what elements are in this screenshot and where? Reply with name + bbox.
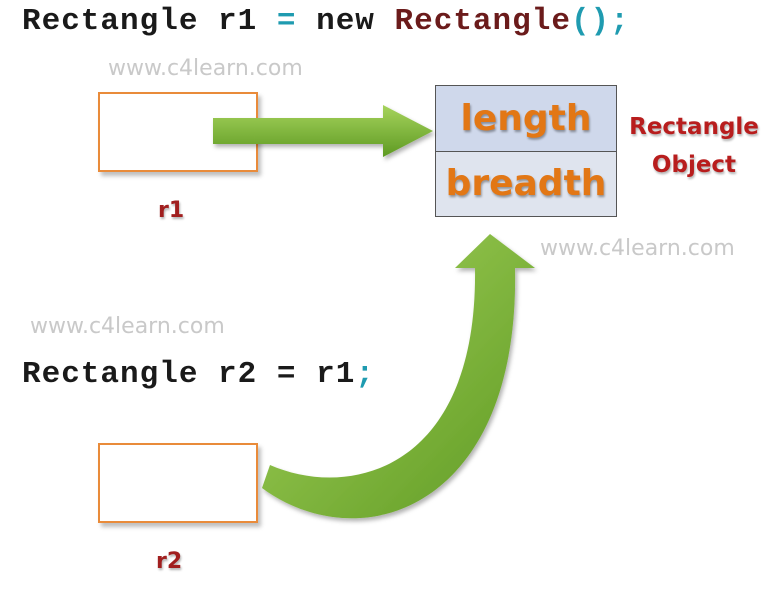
arrow-r2-to-object xyxy=(262,234,535,519)
watermark: www.c4learn.com xyxy=(540,236,735,261)
parens: () xyxy=(570,4,611,39)
code-line-1: Rectangle r1 = new Rectangle(); xyxy=(22,4,630,39)
reference-label-r1: r1 xyxy=(158,198,185,223)
variable-name: r1 xyxy=(218,4,258,39)
watermark: www.c4learn.com xyxy=(108,56,303,81)
assign-operator: = xyxy=(276,357,297,392)
reference-box-r2 xyxy=(98,443,258,523)
type-name: Rectangle xyxy=(22,4,199,39)
variable-name: r2 xyxy=(218,357,258,392)
object-caption: Rectangle Object xyxy=(624,108,764,184)
semicolon: ; xyxy=(355,357,375,392)
reference-label-r2: r2 xyxy=(156,549,183,574)
code-line-2: Rectangle r2 = r1; xyxy=(22,357,375,392)
new-keyword: new xyxy=(316,4,375,39)
constructor-name: Rectangle xyxy=(394,4,571,39)
type-name: Rectangle xyxy=(22,357,199,392)
assign-operator: = xyxy=(276,4,297,39)
rectangle-object: length breadth xyxy=(435,85,617,217)
watermark: www.c4learn.com xyxy=(30,314,225,339)
field-breadth: breadth xyxy=(436,151,616,216)
assigned-value: r1 xyxy=(316,357,356,392)
caption-line-2: Object xyxy=(651,152,737,178)
caption-line-1: Rectangle xyxy=(629,114,759,140)
arrow-r1-to-object xyxy=(213,105,433,157)
field-length: length xyxy=(436,86,616,152)
semicolon: ; xyxy=(610,4,630,39)
